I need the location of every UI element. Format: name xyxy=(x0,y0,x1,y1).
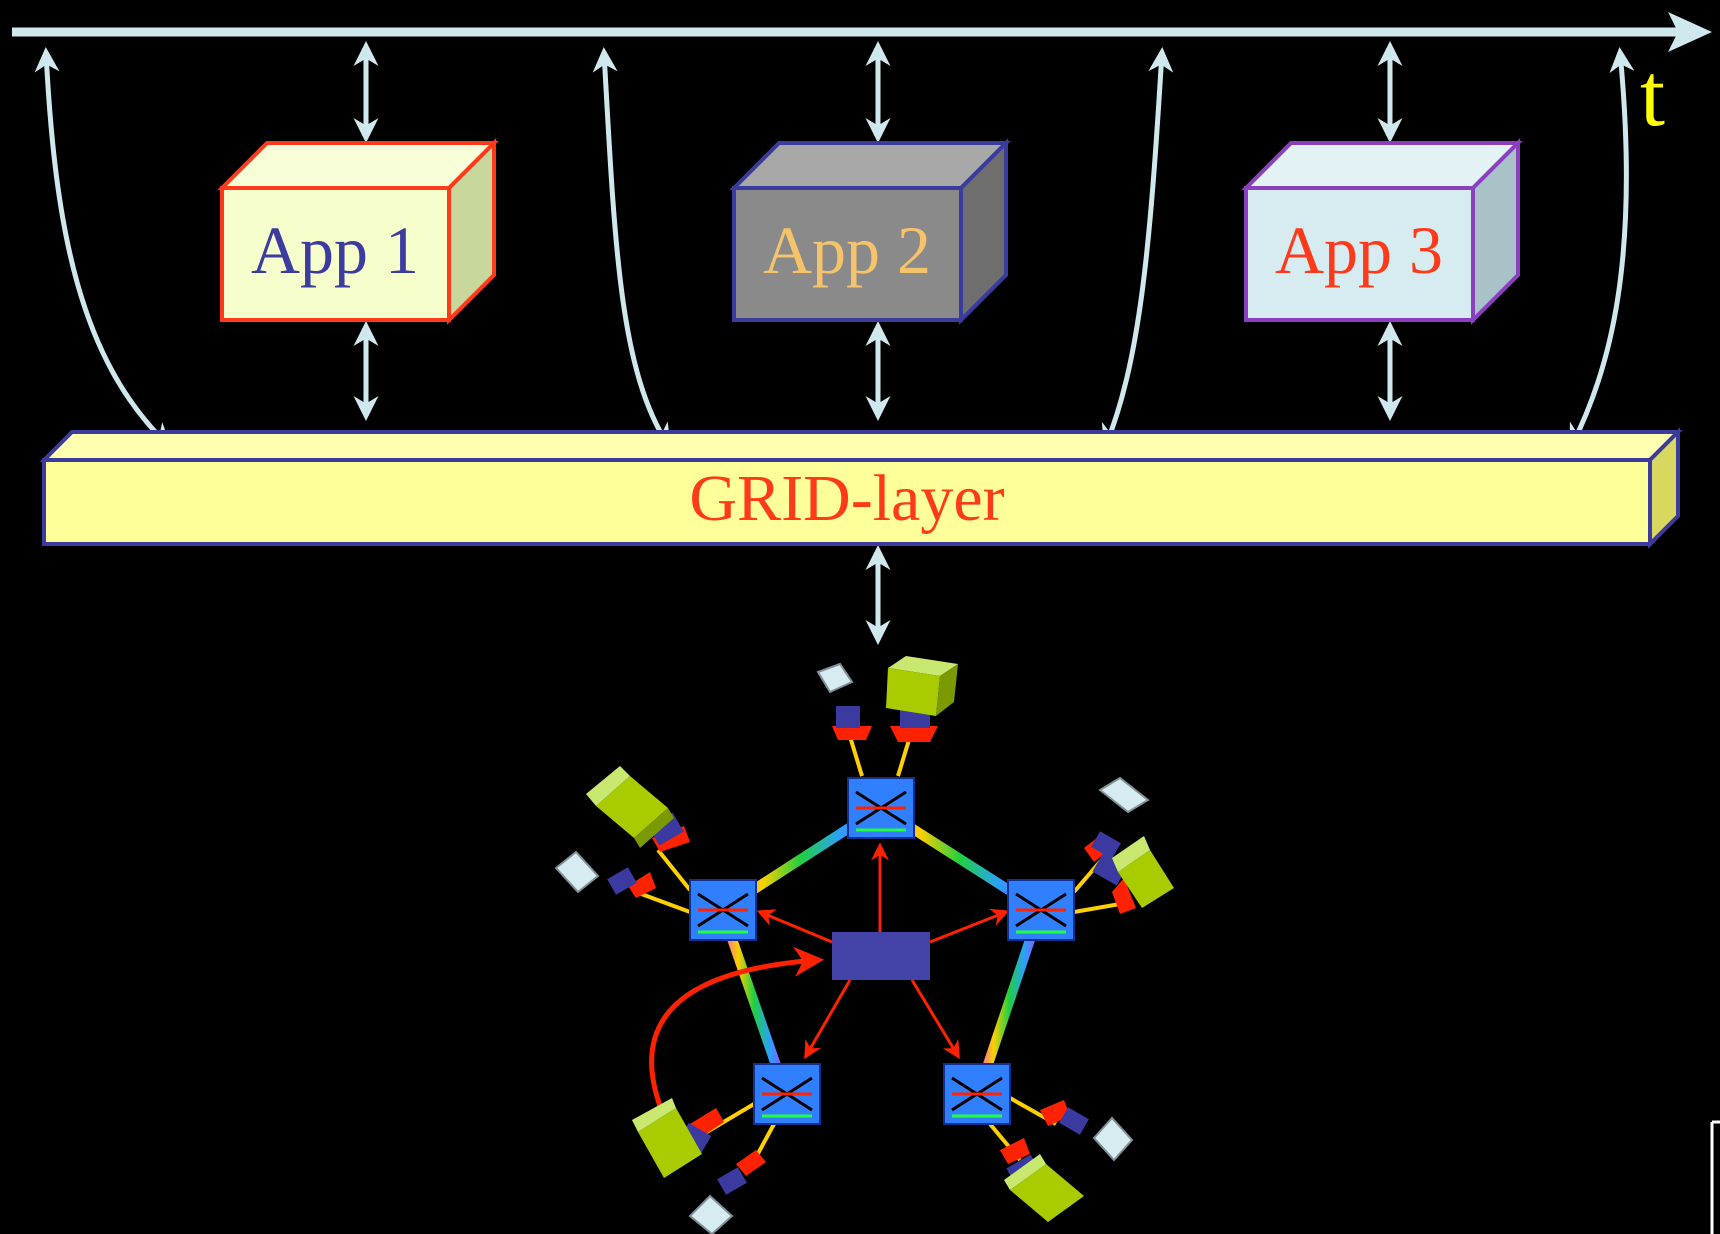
host-node-4 xyxy=(1092,1116,1134,1162)
port-connectors xyxy=(607,704,1128,1195)
time-sync-arrow-2 xyxy=(592,47,671,450)
time-axis-label: t xyxy=(1640,46,1665,145)
host-node-1 xyxy=(816,662,854,694)
optical-switch-2 xyxy=(689,879,757,941)
app-connectors xyxy=(353,41,1403,645)
host-node-3 xyxy=(554,850,600,894)
control-arrows xyxy=(756,842,1010,1060)
storage-nodes xyxy=(586,656,1174,1222)
app-1-label: App 1 xyxy=(251,212,419,288)
app-box-1: App 1 xyxy=(217,138,499,325)
grid-layer-label: GRID-layer xyxy=(689,462,1004,535)
app-3-label: App 3 xyxy=(1275,212,1443,288)
optical-switch-1 xyxy=(847,777,915,839)
optical-switch-3 xyxy=(1007,879,1075,941)
optical-switch-5 xyxy=(943,1063,1011,1125)
storage-node-1 xyxy=(886,656,958,716)
storage-node-2 xyxy=(586,766,674,848)
time-sync-arrow-3 xyxy=(1101,47,1174,450)
grid-layer-bar: GRID-layer xyxy=(39,427,1683,549)
app-box-3: App 3 xyxy=(1241,138,1523,325)
host-nodes xyxy=(554,662,1150,1234)
feedback-arrow xyxy=(649,946,824,1107)
host-node-5 xyxy=(688,1194,734,1234)
app-box-2: App 2 xyxy=(729,138,1011,325)
time-sync-arrow-4 xyxy=(1569,47,1635,450)
optical-network xyxy=(554,656,1174,1234)
storage-node-5 xyxy=(1004,1154,1084,1222)
app-2-label: App 2 xyxy=(763,212,931,288)
time-axis xyxy=(12,12,1712,52)
storage-node-3 xyxy=(1112,836,1174,908)
time-sync-arrow-1 xyxy=(34,47,172,449)
network-controller xyxy=(832,932,930,980)
host-node-2 xyxy=(1098,776,1150,814)
storage-node-4 xyxy=(632,1098,702,1178)
time-sync-arrows xyxy=(34,47,1635,450)
optical-switch-4 xyxy=(753,1063,821,1125)
